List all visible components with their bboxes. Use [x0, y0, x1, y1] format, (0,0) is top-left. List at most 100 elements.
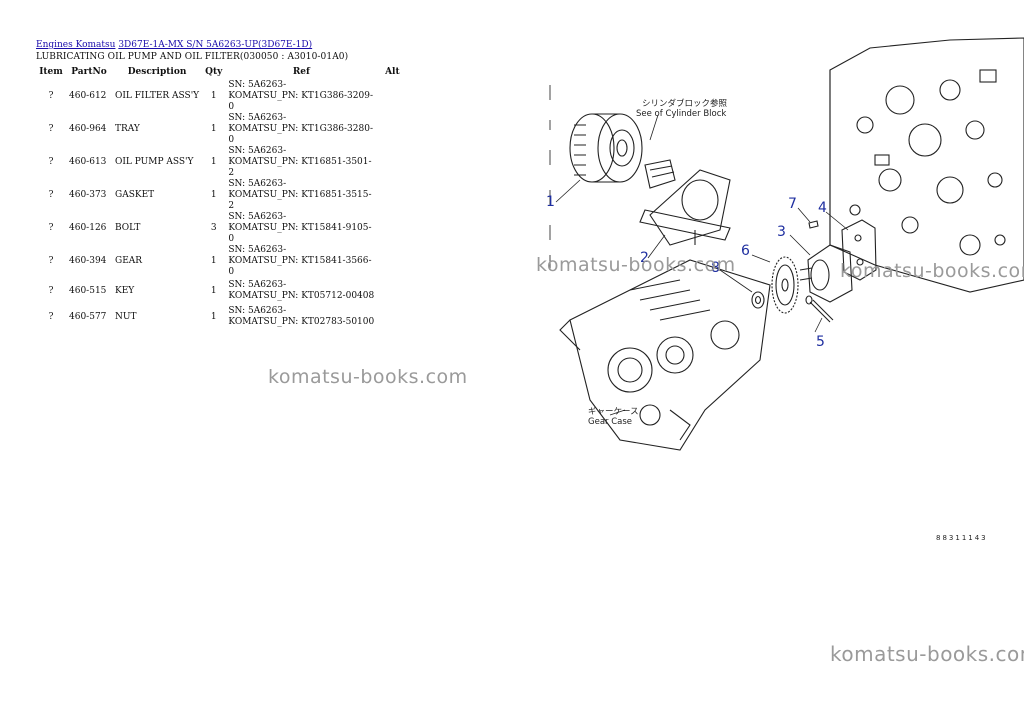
watermark-bottom: komatsu-books.com — [830, 642, 1024, 666]
cell-item: ? — [48, 91, 54, 101]
cell-partno: 460-613 — [69, 157, 107, 167]
label-gearcase-en: Gear Case — [588, 417, 632, 427]
table-row: ? 460-964 TRAY 1 SN: 5A6263-KOMATSU_PN: … — [36, 113, 407, 146]
gasket-drawing — [841, 219, 877, 281]
header-partno: PartNo — [71, 67, 107, 77]
cell-ref: SN: 5A6263-KOMATSU_PN: KT16851-3501-2 — [225, 146, 377, 179]
cell-ref: SN: 5A6263-KOMATSU_PN: KT15841-3566-0 — [225, 245, 377, 278]
cell-alt — [377, 278, 407, 304]
callout-6: 6 — [741, 243, 750, 259]
cell-alt — [377, 245, 407, 278]
cell-item: ? — [48, 124, 54, 134]
parts-table-header: Item PartNo Description Qty Ref Alt — [36, 64, 407, 80]
cell-description: GASKET — [115, 190, 155, 200]
table-row: ? 460-612 OIL FILTER ASS'Y 1 SN: 5A6263-… — [36, 80, 407, 113]
cell-qty: 1 — [210, 190, 217, 200]
nipple-drawing — [644, 159, 676, 189]
cell-ref: SN: 5A6263-KOMATSU_PN: KT02783-50100 — [225, 304, 377, 330]
oil-filter-drawing — [569, 113, 643, 183]
breadcrumb: Engines Komatsu 3D67E-1A-MX S/N 5A6263-U… — [36, 40, 312, 50]
ref-pn: KOMATSU_PN: KT16851-3501-2 — [228, 157, 372, 178]
ref-pn: KOMATSU_PN: KT1G386-3209-0 — [228, 91, 374, 112]
breadcrumb-link-model[interactable]: 3D67E-1A-MX S/N 5A6263-UP(3D67E-1D) — [118, 40, 313, 50]
cell-description: KEY — [115, 285, 135, 296]
diagram-code: 88311143 — [936, 534, 988, 542]
watermark-diagram: komatsu-books.com — [536, 254, 736, 276]
cell-partno: 460-394 — [69, 256, 107, 266]
cell-item: ? — [48, 157, 54, 167]
table-row: ? 460-613 OIL PUMP ASS'Y 1 SN: 5A6263-KO… — [36, 146, 407, 179]
cell-ref: SN: 5A6263-KOMATSU_PN: KT16851-3515-2 — [225, 179, 377, 212]
table-row: ? 460-515 KEY 1 SN: 5A6263-KOMATSU_PN: K… — [36, 278, 407, 304]
cell-partno: 460-612 — [69, 91, 107, 101]
callout-7: 7 — [788, 196, 797, 212]
key-drawing — [808, 220, 819, 229]
gear-case-drawing — [559, 259, 771, 451]
cell-description: TRAY — [115, 124, 140, 134]
cell-item: ? — [48, 311, 54, 322]
ref-pn: KOMATSU_PN: KT05712-00408 — [228, 291, 375, 301]
watermark-diagram-right: komatsu-books.com — [840, 260, 1024, 282]
nut-drawing — [751, 291, 765, 309]
label-cylinder-jp: シリンダブロック参照 — [642, 98, 728, 109]
table-row: ? 460-394 GEAR 1 SN: 5A6263-KOMATSU_PN: … — [36, 245, 407, 278]
cell-alt — [377, 146, 407, 179]
tray-drawing — [639, 169, 731, 246]
cell-description: GEAR — [115, 256, 143, 266]
ref-sn: SN: 5A6263- — [228, 146, 287, 156]
cell-ref: SN: 5A6263-KOMATSU_PN: KT15841-9105-0 — [225, 212, 377, 245]
ref-sn: SN: 5A6263- — [228, 280, 287, 290]
cell-alt — [377, 179, 407, 212]
cell-alt — [377, 304, 407, 330]
callout-3: 3 — [777, 224, 786, 240]
cell-ref: SN: 5A6263-KOMATSU_PN: KT1G386-3209-0 — [225, 80, 377, 113]
cell-item: ? — [48, 285, 54, 296]
cell-item: ? — [48, 256, 54, 266]
label-gearcase-jp: ギャーケース — [588, 407, 639, 417]
cell-qty: 1 — [210, 91, 217, 101]
table-row: ? 460-577 NUT 1 SN: 5A6263-KOMATSU_PN: K… — [36, 304, 407, 330]
ref-pn: KOMATSU_PN: KT16851-3515-2 — [228, 190, 372, 211]
cell-description: BOLT — [115, 223, 141, 233]
callout-1: 1 — [546, 194, 555, 210]
breadcrumb-link-engines[interactable]: Engines Komatsu — [36, 40, 116, 50]
ref-sn: SN: 5A6263- — [228, 80, 287, 90]
cell-alt — [377, 113, 407, 146]
cell-partno: 460-577 — [69, 311, 107, 322]
ref-pn: KOMATSU_PN: KT02783-50100 — [228, 317, 375, 327]
cell-alt — [377, 212, 407, 245]
cell-partno: 460-515 — [69, 285, 107, 296]
callouts: 1 2 3 4 5 6 7 8 — [546, 194, 827, 350]
ref-sn: SN: 5A6263- — [228, 306, 287, 316]
ref-pn: KOMATSU_PN: KT15841-3566-0 — [228, 256, 372, 277]
cell-description: OIL FILTER ASS'Y — [115, 91, 200, 101]
ref-pn: KOMATSU_PN: KT1G386-3280-0 — [228, 124, 374, 145]
cell-partno: 460-126 — [69, 223, 107, 233]
cell-qty: 1 — [210, 124, 217, 134]
cell-qty: 1 — [210, 256, 217, 266]
ref-sn: SN: 5A6263- — [228, 245, 287, 255]
cell-qty: 1 — [210, 311, 217, 322]
cell-alt — [377, 80, 407, 113]
cell-description: NUT — [115, 311, 137, 322]
page-title: LUBRICATING OIL PUMP AND OIL FILTER(0300… — [36, 52, 349, 62]
callout-8: 8 — [711, 260, 720, 276]
table-row: ? 460-126 BOLT 3 SN: 5A6263-KOMATSU_PN: … — [36, 212, 407, 245]
parts-diagram: 1 2 3 4 5 6 7 8 シリンダブロック参照 See of Cylind… — [546, 37, 1024, 542]
cell-qty: 1 — [210, 157, 217, 167]
header-item: Item — [39, 67, 63, 77]
cell-ref: SN: 5A6263-KOMATSU_PN: KT1G386-3280-0 — [225, 113, 377, 146]
callout-4: 4 — [818, 200, 827, 216]
cell-ref: SN: 5A6263-KOMATSU_PN: KT05712-00408 — [225, 278, 377, 304]
cell-partno: 460-373 — [69, 190, 107, 200]
callout-2: 2 — [640, 250, 649, 266]
ref-sn: SN: 5A6263- — [228, 179, 287, 189]
header-alt: Alt — [385, 67, 400, 77]
cell-item: ? — [48, 190, 54, 200]
parts-table: Item PartNo Description Qty Ref Alt ? 46… — [36, 64, 407, 330]
cylinder-block-drawing — [829, 37, 1024, 293]
cell-qty: 1 — [210, 285, 217, 296]
cell-description: OIL PUMP ASS'Y — [115, 157, 194, 167]
ref-pn: KOMATSU_PN: KT15841-9105-0 — [228, 223, 372, 244]
watermark-center: komatsu-books.com — [268, 366, 468, 388]
